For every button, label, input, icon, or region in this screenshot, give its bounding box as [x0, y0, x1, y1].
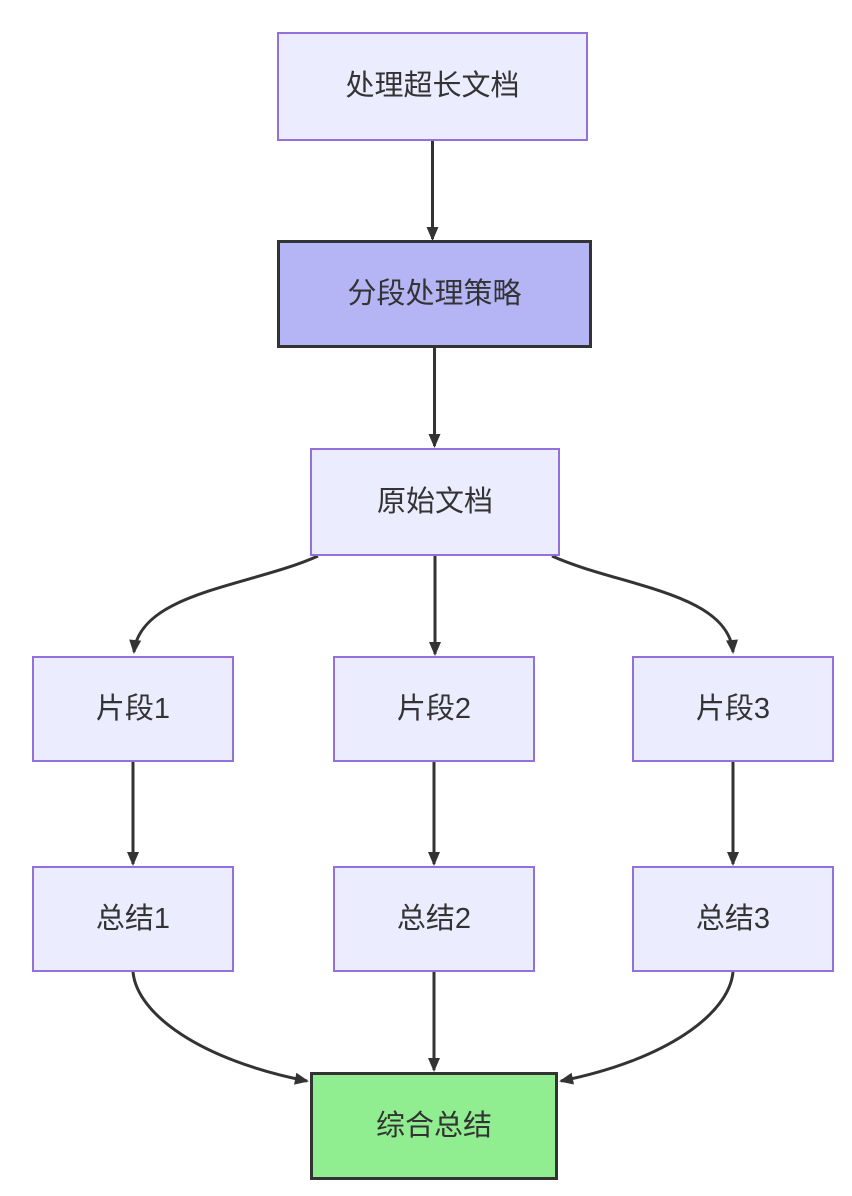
node-process-long-document-label: 处理超长文档	[345, 70, 520, 103]
node-summary-1: 总结1	[32, 866, 234, 972]
node-fragment-3: 片段3	[632, 656, 834, 762]
edge-source-to-fragment-3	[551, 554, 738, 654]
edge-source-to-fragment-1	[129, 554, 319, 654]
node-summary-3: 总结3	[632, 866, 834, 972]
node-fragment-2-label: 片段2	[396, 692, 472, 725]
node-original-document: 原始文档	[310, 448, 560, 556]
node-summary-3-label: 总结3	[695, 902, 771, 935]
node-fragment-1-label: 片段1	[95, 692, 171, 725]
edge-summary-1-to-final	[131, 971, 309, 1085]
node-segmentation-strategy-label: 分段处理策略	[347, 277, 522, 310]
node-final-summary-label: 综合总结	[375, 1109, 492, 1142]
node-summary-2: 总结2	[333, 866, 535, 972]
node-fragment-3-label: 片段3	[695, 692, 771, 725]
node-original-document-label: 原始文档	[376, 485, 493, 518]
node-segmentation-strategy: 分段处理策略	[277, 240, 592, 348]
node-fragment-2: 片段2	[333, 656, 535, 762]
node-summary-1-label: 总结1	[95, 902, 171, 935]
node-summary-2-label: 总结2	[396, 902, 472, 935]
edge-summary-3-to-final	[559, 971, 735, 1085]
node-process-long-document: 处理超长文档	[277, 32, 588, 141]
node-fragment-1: 片段1	[32, 656, 234, 762]
node-final-summary: 综合总结	[310, 1072, 558, 1180]
